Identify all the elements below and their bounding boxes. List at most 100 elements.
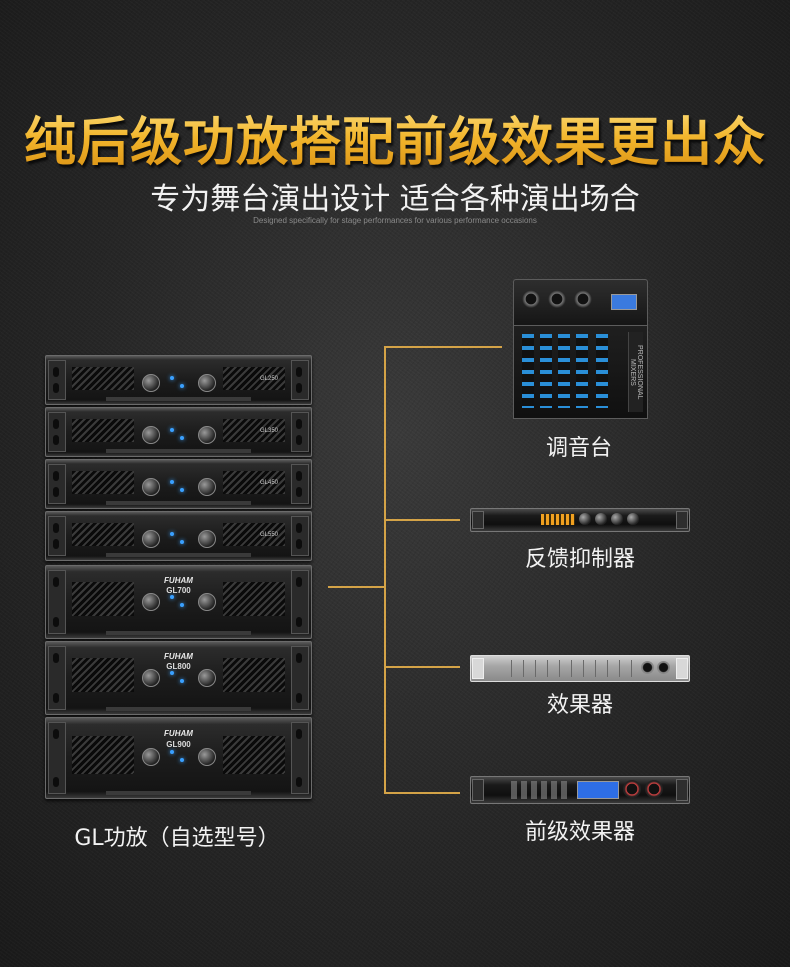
xlr-jack-icon (522, 290, 540, 308)
front-label-strip (106, 397, 251, 401)
front-label-strip (106, 631, 251, 635)
status-led (180, 603, 184, 607)
knob-icon (579, 513, 591, 525)
channel-strip (576, 334, 588, 408)
status-led (180, 758, 184, 762)
rack-ear (48, 464, 66, 504)
mixer-device: PROFESSIONAL MIXERS (513, 279, 648, 419)
volume-knob-icon (198, 530, 216, 548)
status-led (180, 436, 184, 440)
preamp-effects-label: 前级效果器 (524, 820, 635, 845)
connector-branch-preamp (384, 792, 460, 794)
volume-knob-icon (142, 374, 160, 392)
volume-knob-icon (198, 748, 216, 766)
effects-control-panel (511, 660, 639, 677)
xlr-jack-icon (574, 290, 592, 308)
rack-ear (472, 658, 484, 679)
connector-trunk-vertical (384, 346, 386, 793)
rack-ear (291, 516, 309, 556)
model-name: GL450 (260, 480, 279, 486)
volume-knob-icon (198, 478, 216, 496)
vent-grille (223, 470, 285, 494)
effects-unit-device (470, 655, 690, 682)
knob-icon (627, 513, 639, 525)
rack-ear (472, 511, 484, 529)
vent-grille (72, 366, 134, 390)
vent-grille (72, 735, 134, 774)
jack-icon (657, 661, 670, 674)
amplifier-unit: GL550 (45, 511, 312, 561)
page-title: 纯后级功放搭配前级效果更出众 (0, 100, 790, 175)
preset-buttons (511, 781, 571, 799)
vent-grille (72, 581, 134, 617)
mixer-label: 调音台 (545, 436, 612, 461)
status-led (170, 376, 174, 380)
rack-ear (472, 779, 484, 801)
amplifier-unit: FUHAM GL900 (45, 717, 312, 799)
vent-grille (223, 418, 285, 442)
model-name: GL350 (260, 428, 279, 434)
mixer-display-screen (611, 294, 637, 310)
model-name: GL800 (166, 662, 191, 671)
rack-ear (48, 516, 66, 556)
effects-unit-label: 效果器 (546, 693, 613, 718)
mixer-input-panel (513, 279, 648, 327)
jack-icon (641, 661, 654, 674)
status-led (180, 679, 184, 683)
model-name: GL900 (166, 740, 191, 749)
front-label-strip (106, 501, 251, 505)
preamp-effects-device (470, 776, 690, 804)
channel-strip (522, 334, 534, 408)
front-label-strip (106, 791, 251, 795)
model-name: GL550 (260, 532, 279, 538)
volume-knob-icon (142, 478, 160, 496)
volume-knob-icon (142, 593, 160, 611)
rack-ear (291, 360, 309, 400)
brand-logo: FUHAM (164, 576, 193, 585)
channel-strip (540, 334, 552, 408)
english-tagline: Designed specifically for stage performa… (253, 216, 537, 225)
vent-grille (223, 522, 285, 546)
amplifier-unit: GL450 (45, 459, 312, 509)
rack-ear (291, 570, 309, 634)
brand-logo: FUHAM (164, 729, 193, 738)
connector-branch-mixer (384, 346, 502, 348)
status-led (180, 488, 184, 492)
xlr-jack-icon (645, 780, 663, 798)
lcd-display (577, 781, 619, 799)
rack-ear (676, 511, 688, 529)
mixer-side-text: PROFESSIONAL MIXERS (628, 332, 643, 412)
vent-grille (72, 522, 134, 546)
status-led (170, 428, 174, 432)
front-label-strip (106, 553, 251, 557)
model-name: GL250 (260, 376, 279, 382)
model-name: GL700 (166, 586, 191, 595)
volume-knob-icon (142, 426, 160, 444)
xlr-jack-icon (548, 290, 566, 308)
volume-knob-icon (198, 374, 216, 392)
volume-knob-icon (198, 593, 216, 611)
amplifier-unit: GL350 (45, 407, 312, 457)
feedback-suppressor-label: 反馈抑制器 (524, 547, 635, 572)
page-subtitle: 专为舞台演出设计 适合各种演出场合 (150, 182, 640, 217)
volume-knob-icon (142, 748, 160, 766)
rack-ear (676, 779, 688, 801)
vent-grille (72, 657, 134, 693)
status-led (180, 540, 184, 544)
xlr-jack-icon (623, 780, 641, 798)
level-meter-leds (541, 514, 575, 525)
amplifier-unit: GL250 (45, 355, 312, 405)
rack-ear (291, 412, 309, 452)
vent-grille (72, 470, 134, 494)
rack-ear (48, 570, 66, 634)
status-led (170, 595, 174, 599)
rack-ear (291, 646, 309, 710)
vent-grille (223, 735, 285, 774)
channel-strip (558, 334, 570, 408)
volume-knob-icon (198, 669, 216, 687)
vent-grille (223, 581, 285, 617)
rack-ear (48, 360, 66, 400)
amplifier-label: GL功放（自选型号） (74, 826, 280, 851)
